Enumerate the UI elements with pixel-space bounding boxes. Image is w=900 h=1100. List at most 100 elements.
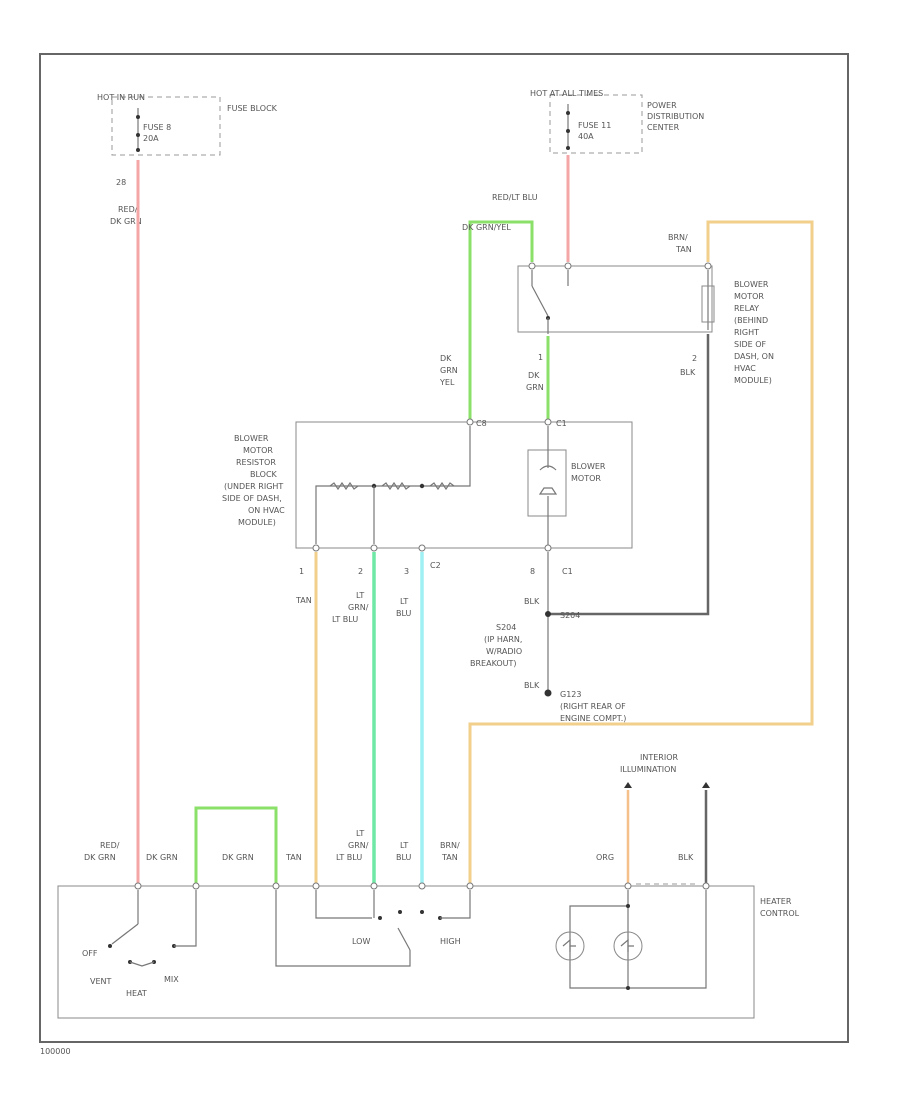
resistor-label-2: MOTOR (243, 446, 273, 455)
c1-top-label: C1 (556, 419, 567, 428)
relay-pin-2-label: 2 (692, 354, 697, 363)
motor-label-2: MOTOR (571, 474, 601, 483)
hc-ltblu-label: LT BLU (336, 853, 362, 862)
blower-resistor-block (295, 421, 633, 549)
high-label: HIGH (440, 937, 461, 946)
hc-ltgrn-label: GRN/ (348, 841, 369, 850)
wire-blk-relay (548, 334, 710, 616)
s204-desc-3: W/RADIO (486, 647, 522, 656)
power-dist-label-1: POWER (647, 101, 677, 110)
ltgrn-label-lt: LT (356, 591, 364, 600)
fuse-block-label: FUSE BLOCK (227, 104, 278, 113)
c1-bottom-label: C1 (562, 567, 573, 576)
c8-label: C8 (476, 419, 487, 428)
motor-pin-8: 8 (530, 567, 535, 576)
relay-blk-label: BLK (680, 368, 696, 377)
g123-desc-1: (RIGHT REAR OF (560, 702, 626, 711)
motor-blk-label: BLK (524, 597, 540, 606)
brn-tan-label-1: BRN/ (668, 233, 688, 242)
dkgrn-yel-label-grn: GRN (440, 366, 458, 375)
resistor-label-1: BLOWER (234, 434, 269, 443)
res-pin-2: 2 (358, 567, 363, 576)
interior-label-1: INTERIOR (640, 753, 679, 762)
wire-dkgrn-jumper (194, 806, 278, 884)
diagram-frame (39, 53, 849, 1043)
hc-red-label: RED/ (100, 841, 120, 850)
relay-label-1: BLOWER (734, 280, 769, 289)
red-dkgrn-label-1: RED/ (118, 205, 138, 214)
dkgrn-yel-label-yel: YEL (439, 378, 455, 387)
red-dkgrn-label-2: DK GRN (110, 217, 142, 226)
hc-tan-label-2: TAN (441, 853, 458, 862)
motor-feed-dk: DK (528, 371, 540, 380)
res-pin-3: 3 (404, 567, 409, 576)
relay-label-4: (BEHIND (734, 316, 768, 325)
hc-dkgrn-label-1: DK GRN (84, 853, 116, 862)
resistor-label-4: BLOCK (250, 470, 278, 479)
c2-label: C2 (430, 561, 441, 570)
resistor-label-8: MODULE) (238, 518, 276, 527)
dkgrn-yel-top-label: DK GRN/YEL (462, 223, 511, 232)
tan-label: TAN (295, 596, 312, 605)
s204-desc-1: S204 (496, 623, 516, 632)
hc-dkgrn-label-2: DK GRN (146, 853, 178, 862)
s204-label: S204 (560, 611, 580, 620)
g123-label: G123 (560, 690, 581, 699)
hc-brn-label: BRN/ (440, 841, 460, 850)
g123-desc-2: ENGINE COMPT.) (560, 714, 626, 723)
footer-id: 100000 (40, 1047, 71, 1056)
heater-control (57, 885, 755, 1019)
illumination-lamp-1 (555, 931, 585, 961)
fuse-block-left: HOT IN RUN FUSE BLOCK FUSE 8 20A (97, 93, 278, 156)
relay-label-8: HVAC (734, 364, 756, 373)
illumination-lamp-2 (613, 931, 643, 961)
motor-label-1: BLOWER (571, 462, 606, 471)
ltgrn-label-grn: GRN/ (348, 603, 369, 612)
power-dist-label-2: DISTRIBUTION (647, 112, 704, 121)
ground-blk-label: BLK (524, 681, 540, 690)
fuse11-label: FUSE 11 (578, 121, 611, 130)
off-label: OFF (82, 949, 98, 958)
wire-brn-tan (468, 220, 814, 884)
red-ltblu-label: RED/LT BLU (492, 193, 538, 202)
motor-feed-pin-1: 1 (538, 353, 543, 362)
fuse11-amp-label: 40A (578, 132, 594, 141)
fuse8-amp-label: 20A (143, 134, 159, 143)
low-label: LOW (352, 937, 370, 946)
illum-blk-label: BLK (678, 853, 694, 862)
hc-lt-label-2: LT (400, 841, 408, 850)
org-label: ORG (596, 853, 614, 862)
ground-g123 (544, 689, 552, 697)
heater-label-1: HEATER (760, 897, 792, 906)
fuse-pdc-right: HOT AT ALL TIMES POWER DISTRIBUTION CENT… (530, 89, 704, 154)
resistor-label-6: SIDE OF DASH, (222, 494, 282, 503)
relay-label-5: RIGHT (734, 328, 759, 337)
heater-label-2: CONTROL (760, 909, 800, 918)
dkgrn-yel-label-dk: DK (440, 354, 452, 363)
res-pin-1: 1 (299, 567, 304, 576)
wire-dkgrn-yel (468, 220, 534, 420)
ltgrn-label-ltblu: LT BLU (332, 615, 358, 624)
interior-label-2: ILLUMINATION (620, 765, 676, 774)
hc-dkgrn-label-3: DK GRN (222, 853, 254, 862)
relay-label-2: MOTOR (734, 292, 764, 301)
motor-feed-grn: GRN (526, 383, 544, 392)
resistor-label-5: (UNDER RIGHT (224, 482, 283, 491)
hc-lt-label-1: LT (356, 829, 364, 838)
hc-blu-label: BLU (396, 853, 412, 862)
ltblu-label-blu: BLU (396, 609, 412, 618)
relay-label-3: RELAY (734, 304, 759, 313)
ltblu-label-lt: LT (400, 597, 408, 606)
blower-motor (527, 449, 567, 517)
mix-label: MIX (164, 975, 179, 984)
pin-28-label: 28 (116, 178, 126, 187)
power-dist-label-3: CENTER (647, 123, 680, 132)
hot-in-run-label: HOT IN RUN (97, 93, 145, 102)
s204-desc-4: BREAKOUT) (470, 659, 517, 668)
fuse8-label: FUSE 8 (143, 123, 171, 132)
relay-label-7: DASH, ON (734, 352, 774, 361)
s204-desc-2: (IP HARN, (484, 635, 522, 644)
resistor-label-3: RESISTOR (236, 458, 276, 467)
relay-label-6: SIDE OF (734, 340, 766, 349)
